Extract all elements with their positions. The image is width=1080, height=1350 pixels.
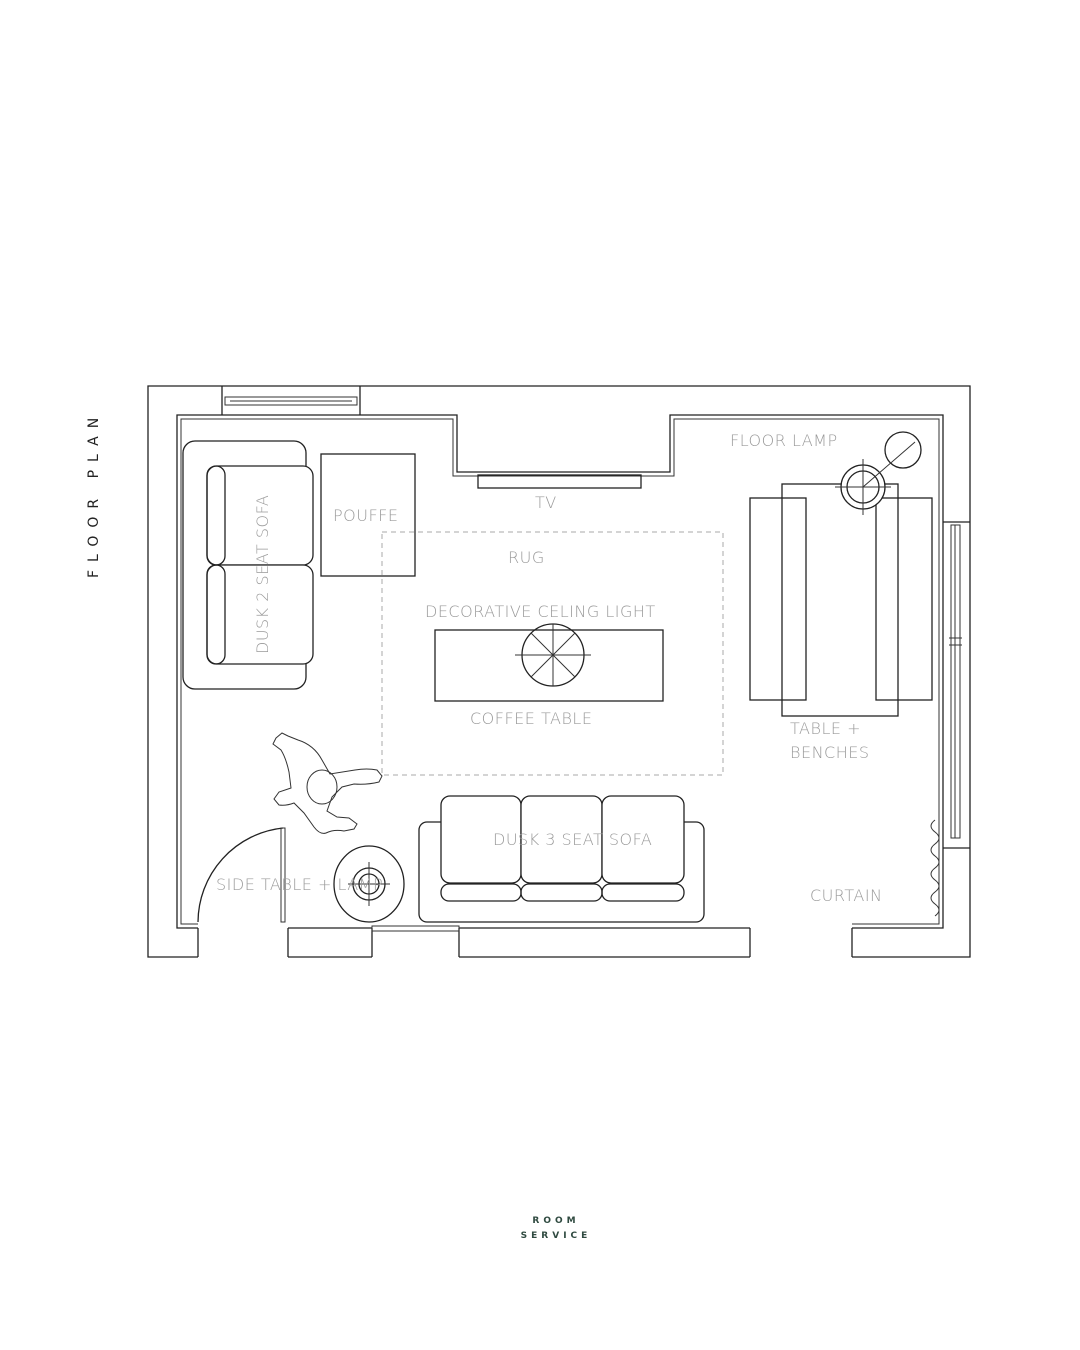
- side-table-lamp-icon: [333, 845, 405, 923]
- floor-lamp-icon: [835, 431, 922, 515]
- label-tv: TV: [535, 493, 557, 512]
- label-table-line1: TABLE +: [790, 719, 861, 738]
- three-seat-sofa: [418, 795, 705, 923]
- label-pouffe: POUFFE: [333, 506, 398, 525]
- top-window: [221, 386, 361, 415]
- rug: [381, 531, 724, 776]
- page-title: FLOOR PLAN: [86, 410, 102, 578]
- door-swing: [197, 827, 286, 923]
- label-side-table: SIDE TABLE + LAMP: [216, 875, 383, 894]
- right-window: [943, 521, 970, 849]
- ceiling-light-icon: [515, 623, 591, 687]
- label-ceiling-light: DECORATIVE CELING LIGHT: [425, 602, 656, 621]
- label-rug: RUG: [508, 548, 545, 567]
- pouffe: [320, 453, 416, 577]
- bottom-window: [371, 925, 460, 932]
- brand-logo: ROOM SERVICE: [521, 1216, 592, 1241]
- outer-walls: [147, 385, 971, 958]
- person-icon: [272, 732, 383, 834]
- tv: [477, 474, 642, 489]
- label-floor-lamp: FLOOR LAMP: [730, 431, 838, 450]
- label-table-line2: BENCHES: [790, 743, 870, 762]
- label-curtain: CURTAIN: [810, 886, 883, 905]
- label-coffee-table: COFFEE TABLE: [470, 709, 592, 728]
- brand-line2: SERVICE: [521, 1231, 592, 1241]
- coffee-table: [434, 629, 664, 702]
- dining-table-benches: [749, 483, 933, 717]
- brand-line1: ROOM: [532, 1216, 579, 1226]
- two-seat-sofa: [182, 440, 314, 690]
- inner-walls: [176, 414, 944, 929]
- label-sofa3: DUSK 3 SEAT SOFA: [493, 830, 652, 849]
- curtain-icon: [930, 819, 940, 917]
- label-sofa2: DUSK 2 SEAT SOFA: [253, 495, 272, 654]
